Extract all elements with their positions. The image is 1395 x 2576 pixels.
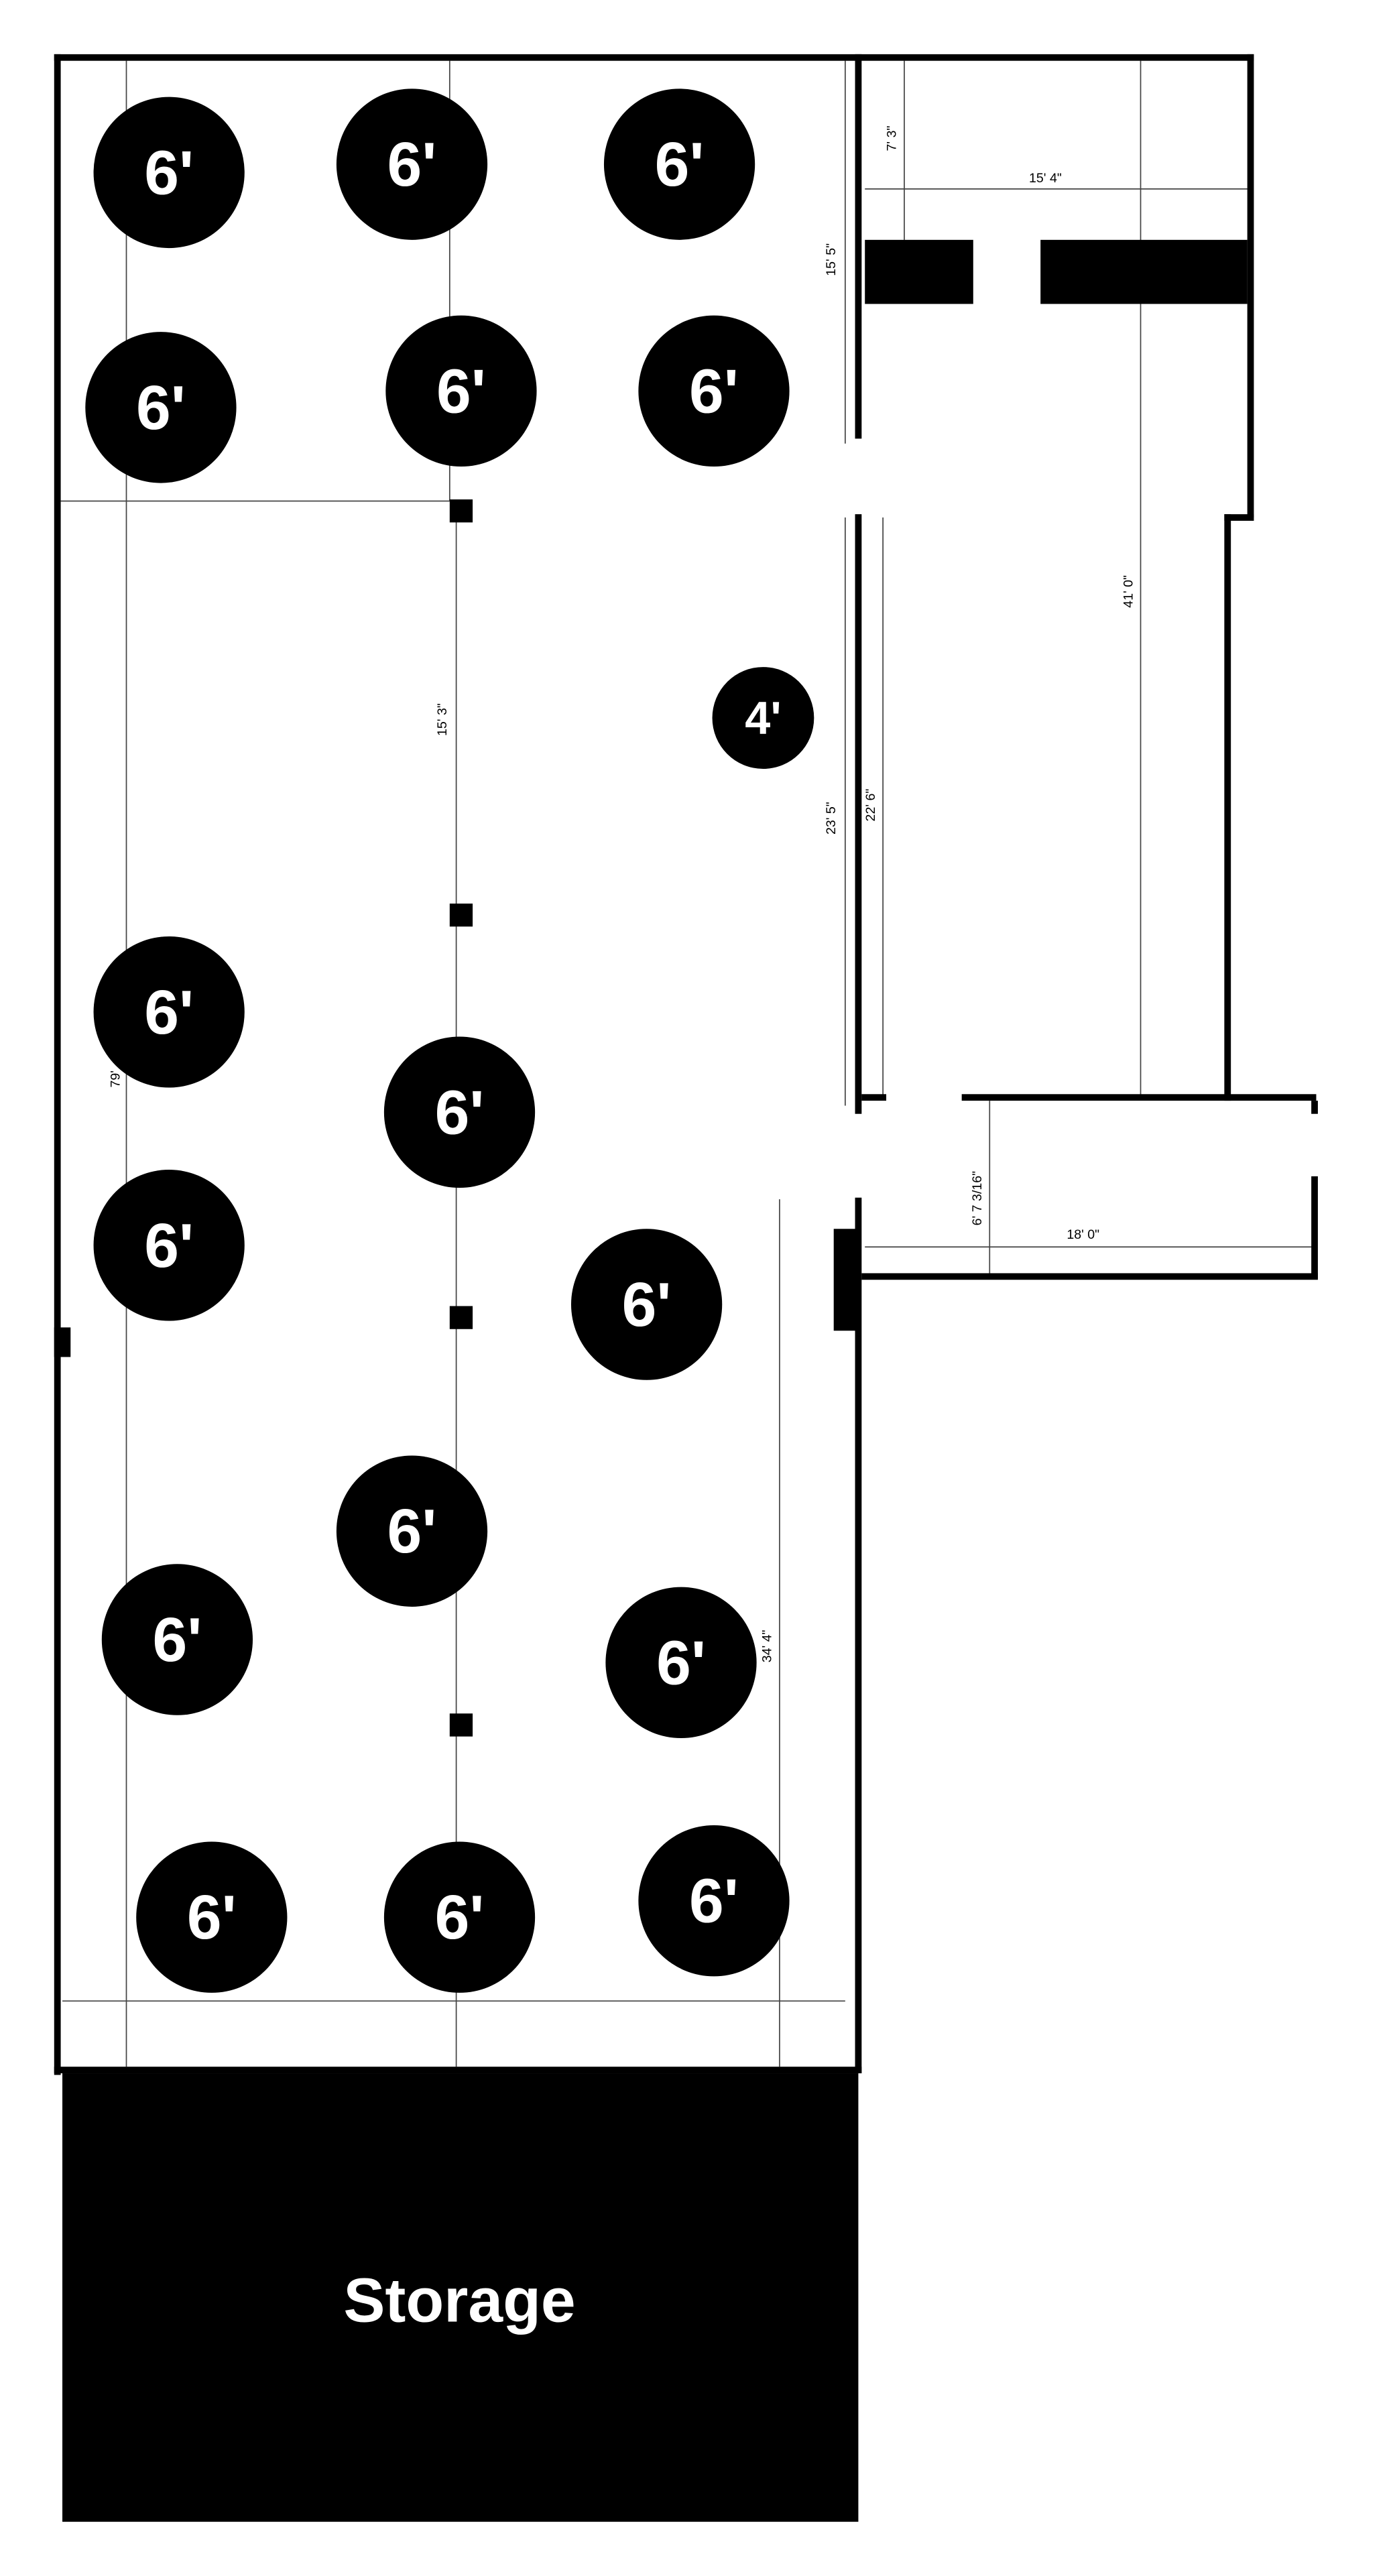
dimension-lines bbox=[60, 60, 1313, 2067]
column bbox=[449, 499, 473, 523]
columns bbox=[449, 499, 473, 1737]
svg-text:6': 6' bbox=[144, 137, 194, 207]
round-table[interactable]: 6' bbox=[385, 315, 537, 467]
svg-text:6': 6' bbox=[655, 129, 705, 199]
svg-text:4': 4' bbox=[745, 692, 781, 744]
dimension-labels: 7' 3" 15' 4" 15' 5" 41' 0" 15' 3" 23' 5"… bbox=[109, 126, 1136, 1663]
svg-text:6': 6' bbox=[144, 1211, 194, 1280]
round-table-small[interactable]: 4' bbox=[712, 667, 814, 770]
svg-text:6': 6' bbox=[387, 129, 437, 199]
dim-label: 23' 5" bbox=[824, 802, 839, 835]
svg-text:6': 6' bbox=[136, 373, 186, 442]
svg-text:6': 6' bbox=[689, 1866, 739, 1936]
counter bbox=[865, 239, 973, 304]
walls bbox=[54, 54, 1318, 2075]
dim-label: 41' 0" bbox=[1121, 575, 1136, 608]
svg-text:6': 6' bbox=[689, 356, 739, 426]
round-table[interactable]: 6' bbox=[605, 1587, 757, 1739]
column bbox=[449, 1713, 473, 1737]
storage-room: Storage bbox=[62, 2073, 859, 2522]
svg-text:6': 6' bbox=[144, 977, 194, 1047]
column bbox=[449, 903, 473, 927]
svg-text:6': 6' bbox=[436, 356, 486, 426]
round-table[interactable]: 6' bbox=[570, 1229, 723, 1380]
round-table[interactable]: 6' bbox=[383, 1841, 536, 1993]
dim-label: 79' bbox=[109, 1070, 123, 1088]
round-table[interactable]: 6' bbox=[336, 88, 488, 240]
tables: 6' 6' 6' 6' 6' 6' 4' 6' 6' 6' 6' 6' 6' 6… bbox=[85, 88, 814, 1993]
svg-text:6': 6' bbox=[656, 1628, 706, 1697]
dim-label: 6' 7 3/16" bbox=[970, 1171, 985, 1226]
round-table[interactable]: 6' bbox=[93, 97, 245, 249]
dim-label: 18' 0" bbox=[1067, 1227, 1099, 1242]
storage-label: Storage bbox=[343, 2265, 575, 2335]
round-table[interactable]: 6' bbox=[93, 936, 245, 1088]
svg-text:6': 6' bbox=[622, 1270, 672, 1339]
round-table[interactable]: 6' bbox=[638, 315, 790, 467]
column bbox=[449, 1306, 473, 1329]
round-table[interactable]: 6' bbox=[603, 88, 755, 240]
svg-text:6': 6' bbox=[187, 1882, 237, 1952]
dim-label: 15' 3" bbox=[435, 703, 450, 736]
svg-text:6': 6' bbox=[435, 1077, 485, 1147]
dim-label: 7' 3" bbox=[885, 126, 900, 151]
round-table[interactable]: 6' bbox=[93, 1170, 245, 1321]
svg-text:6': 6' bbox=[387, 1496, 437, 1566]
round-table[interactable]: 6' bbox=[638, 1825, 790, 1977]
round-table[interactable]: 6' bbox=[136, 1841, 288, 1993]
round-table[interactable]: 6' bbox=[85, 332, 237, 483]
dim-label: 15' 4" bbox=[1029, 171, 1062, 186]
svg-text:6': 6' bbox=[152, 1605, 202, 1674]
dim-label: 22' 6" bbox=[863, 789, 878, 822]
dim-label: 15' 5" bbox=[824, 243, 839, 276]
round-table[interactable]: 6' bbox=[336, 1455, 488, 1607]
svg-text:6': 6' bbox=[435, 1882, 485, 1952]
dim-label: 34' 4" bbox=[760, 1630, 775, 1662]
round-table[interactable]: 6' bbox=[101, 1564, 253, 1715]
round-table[interactable]: 6' bbox=[383, 1036, 536, 1188]
counter bbox=[1040, 239, 1248, 304]
